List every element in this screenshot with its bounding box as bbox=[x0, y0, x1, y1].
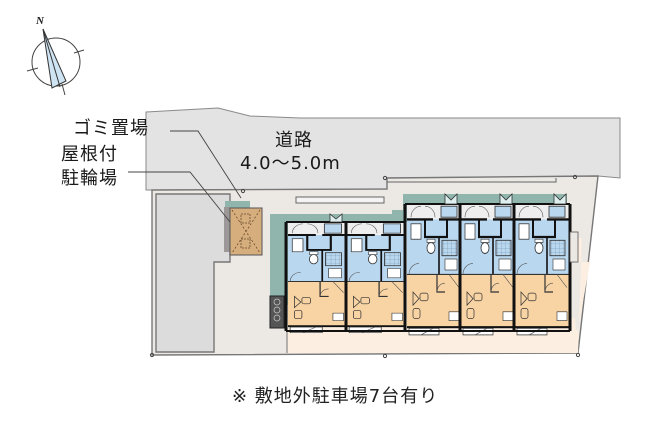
road bbox=[145, 107, 621, 191]
trash-area-label: ゴミ置場 bbox=[73, 118, 149, 139]
trash-bicycle-shed bbox=[224, 201, 263, 256]
north-arrow-compass-icon: N bbox=[26, 15, 85, 96]
building-left-wing bbox=[284, 220, 407, 334]
bicycle-leader-line bbox=[128, 171, 231, 223]
road-width-label: 4.0～5.0m bbox=[240, 153, 341, 174]
covered-bicycle-label-line2: 駐輪場 bbox=[61, 168, 118, 189]
offsite-parking-note: ※ 敷地外駐車場7台有り bbox=[232, 386, 439, 407]
north-label: N bbox=[35, 15, 45, 27]
covered-bicycle-label-line1: 屋根付 bbox=[61, 144, 118, 165]
building-right-wing bbox=[403, 202, 579, 337]
trash-leader-line bbox=[170, 130, 242, 199]
road-label: 道路 bbox=[275, 130, 313, 151]
parking-area bbox=[155, 193, 231, 353]
